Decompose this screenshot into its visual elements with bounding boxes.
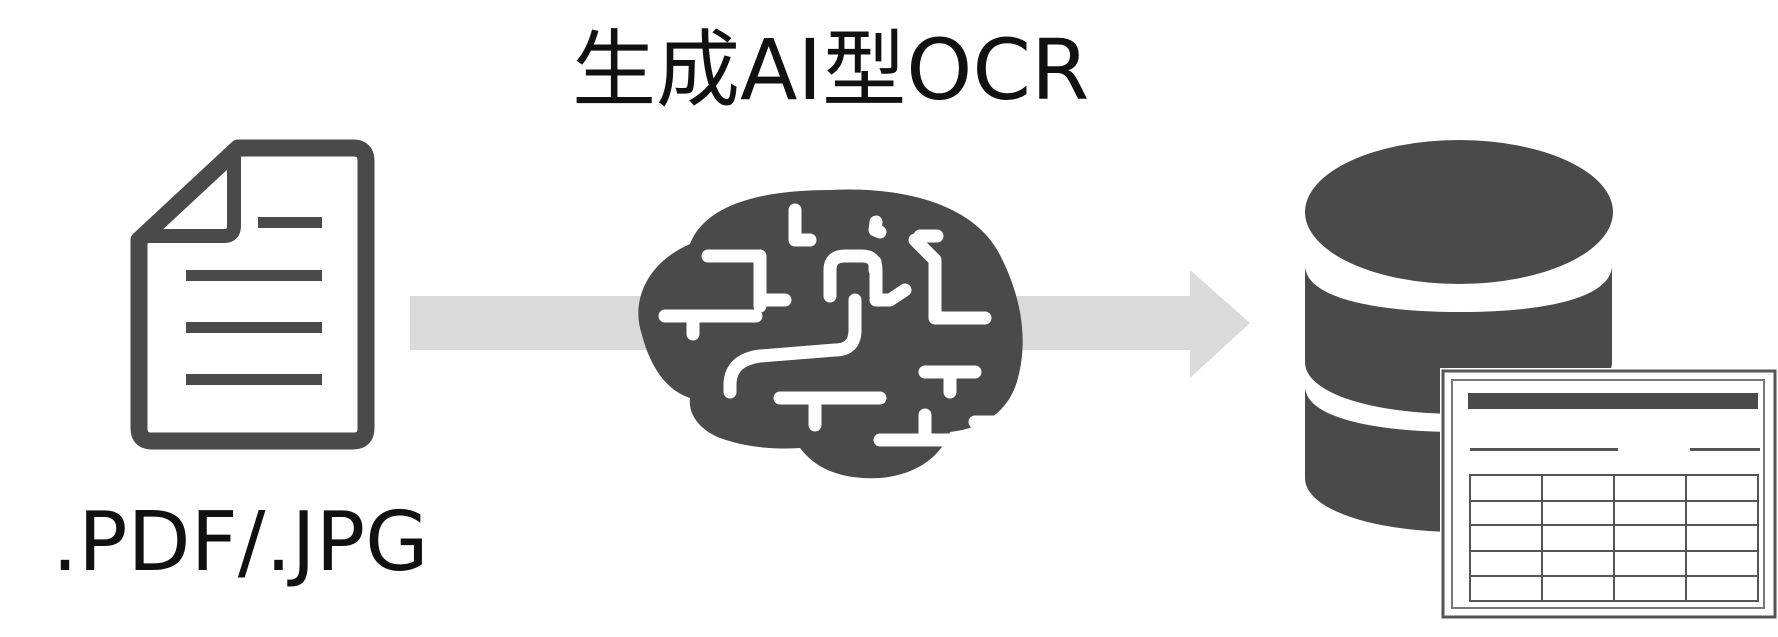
diagram-title: 生成AI型OCR: [572, 21, 1090, 119]
brain-icon: [638, 189, 1023, 479]
document-icon: [130, 139, 375, 450]
input-format-label: .PDF/.JPG: [52, 495, 429, 590]
spreadsheet-icon: [1440, 368, 1777, 620]
